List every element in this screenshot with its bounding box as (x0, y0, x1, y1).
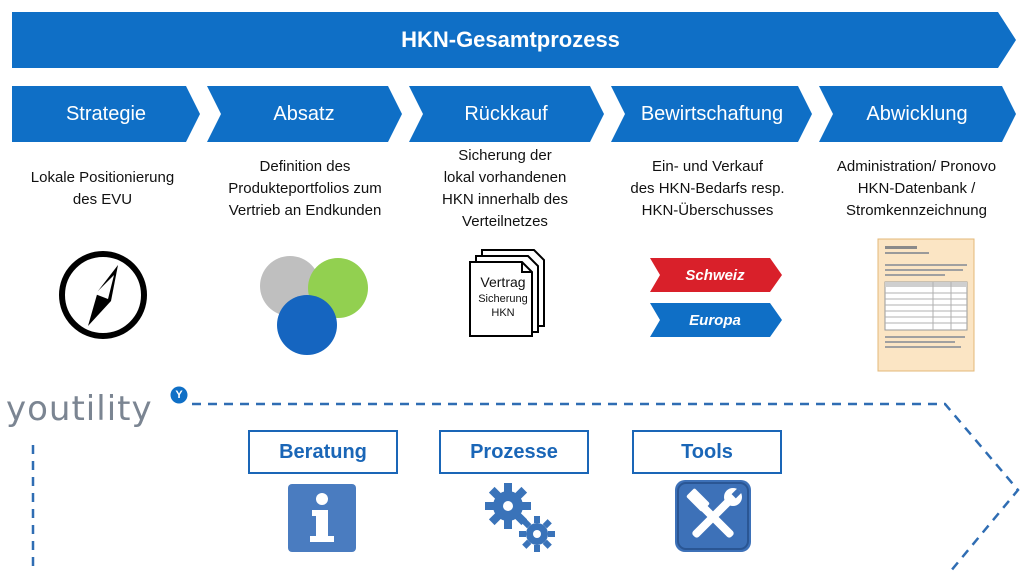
phase-chevron-bewirtschaftung (611, 86, 812, 142)
phase-label-abwicklung: Abwicklung (866, 103, 968, 125)
phase-label-bewirtschaftung: Bewirtschaftung (640, 103, 784, 125)
venn-circles-icon (260, 256, 368, 355)
phase-label-strategie: Strategie (65, 103, 147, 125)
contract-line-hkn: HKN (491, 307, 515, 319)
phase-desc-bewirtschaftung: Ein- und Verkauf des HKN-Bedarfs resp. H… (630, 158, 785, 219)
phase-chevrons (12, 86, 1016, 142)
phase-desc-rueckkauf: Sicherung der lokal vorhandenen HKN inne… (442, 147, 568, 230)
phase-chevron-abwicklung (819, 86, 1016, 142)
market-pill-schweiz (650, 258, 782, 292)
brand-badge-icon (170, 386, 188, 404)
market-pills (650, 258, 782, 337)
service-box-prozesse: Prozesse (439, 430, 589, 474)
info-icon (288, 484, 356, 552)
phase-desc-abwicklung: Administration/ Pronovo HKN-Datenbank / … (836, 158, 997, 219)
contract-line-sicherung: Sicherung (478, 293, 528, 305)
page-title: HKN-Gesamtprozess (401, 27, 620, 52)
phase-chevron-strategie (12, 86, 200, 142)
compass-icon (59, 251, 147, 339)
phase-label-absatz: Absatz (273, 103, 335, 125)
phase-chevron-rueckkauf (409, 86, 604, 142)
service-box-tools: Tools (632, 430, 782, 474)
market-label-schweiz: Schweiz (685, 267, 745, 284)
market-label-europa: Europa (689, 312, 741, 329)
service-box-beratung: Beratung (248, 430, 398, 474)
process-banner (12, 12, 1016, 68)
market-pill-europa (650, 303, 782, 337)
phase-label-rueckkauf: Rückkauf (464, 103, 548, 125)
certificate-document-icon (877, 238, 975, 372)
dashed-frame (31, 402, 1020, 572)
brand-logo: youtility (6, 389, 153, 429)
phase-chevron-absatz (207, 86, 402, 142)
contract-documents-icon (469, 249, 545, 337)
brand-badge-letter: Y (175, 389, 183, 401)
contract-title: Vertrag (480, 274, 526, 290)
phase-desc-absatz: Definition des Produkteportfolios zum Ve… (228, 158, 382, 219)
gears-icon (485, 483, 555, 552)
tools-icon (675, 480, 751, 552)
phase-desc-strategie: Lokale Positionierung des EVU (30, 169, 175, 208)
